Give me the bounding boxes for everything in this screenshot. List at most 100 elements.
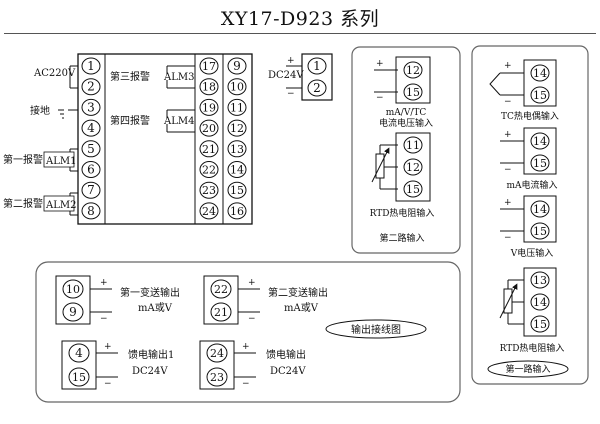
first-input-panel [471, 45, 589, 385]
first-ma-block [523, 127, 557, 175]
terminal-4: 4 [68, 343, 90, 363]
terminal-circle [206, 367, 228, 387]
terminal-14: 14 [530, 293, 550, 311]
terminal-17: 17 [199, 57, 219, 75]
first-tc-plus: + [504, 61, 512, 71]
tx1-plus: + [100, 278, 108, 288]
terminal-15: 15 [530, 154, 550, 172]
terminal-number: 18 [202, 81, 216, 94]
terminal-circle [199, 202, 219, 220]
first-ma-minus: − [504, 165, 512, 175]
terminal-number: 1 [313, 59, 321, 73]
terminal-circle [403, 136, 423, 154]
first-rtd-arrow [499, 283, 518, 319]
second-mav-plus: + [376, 59, 384, 69]
terminal-circle [307, 57, 327, 75]
terminal-2: 2 [307, 79, 327, 97]
terminal-15: 15 [227, 181, 247, 199]
first-v-minus: − [504, 233, 512, 243]
alarm1-tag: ALM1 [45, 156, 76, 167]
terminal-circle [81, 78, 101, 96]
terminal-circle [199, 57, 219, 75]
terminal-circle [403, 158, 423, 176]
terminal-number: 3 [87, 100, 95, 114]
dc24v-block [301, 53, 333, 101]
terminal-circle [530, 154, 550, 172]
terminal-circle [227, 181, 247, 199]
terminal-number: 24 [202, 205, 216, 218]
terminal-2: 2 [81, 78, 101, 96]
feed1-block [61, 340, 97, 390]
alarm2-tag-box [43, 195, 75, 212]
terminal-5: 5 [81, 140, 101, 158]
second-mav-label1: mA/V/TC [386, 108, 427, 118]
main-terminal-block [77, 53, 253, 225]
first-ma-wires [500, 140, 524, 164]
terminal-number: 21 [214, 306, 228, 319]
terminal-circle [530, 200, 550, 218]
terminal-number: 8 [87, 204, 95, 218]
terminal-16: 16 [227, 202, 247, 220]
first-rtd-label: RTD热电阻输入 [500, 342, 565, 354]
terminal-number: 13 [230, 143, 244, 156]
dc24v-wires [286, 65, 302, 89]
first-tc-label: TC热电偶输入 [501, 110, 559, 122]
terminal-number: 13 [533, 274, 547, 287]
terminal-number: 15 [230, 184, 244, 197]
terminal-10: 10 [62, 279, 84, 299]
terminal-15: 15 [530, 222, 550, 240]
tx2-label: 第二变送输出 [268, 286, 328, 299]
terminal-number: 23 [202, 184, 216, 197]
terminal-3: 3 [81, 98, 101, 116]
tx1-block [55, 275, 91, 325]
terminal-15: 15 [403, 83, 423, 101]
terminal-24: 24 [199, 202, 219, 220]
terminal-number: 22 [214, 283, 228, 296]
terminal-number: 15 [533, 225, 547, 238]
terminal-number: 15 [72, 371, 86, 384]
feed2-minus: − [242, 379, 250, 389]
terminal-15: 15 [403, 180, 423, 198]
terminal-13: 13 [530, 271, 550, 289]
dc24v-plus: + [287, 56, 295, 66]
terminal-15: 15 [530, 86, 550, 104]
terminal-circle [199, 78, 219, 96]
first-v-block [523, 195, 557, 243]
terminal-number: 4 [87, 121, 95, 135]
terminal-number: 14 [533, 135, 547, 148]
terminal-number: 10 [230, 81, 244, 94]
terminal-number: 14 [533, 296, 547, 309]
terminal-circle [530, 315, 550, 333]
left-terminal-column: 1 2 3 4 5 6 7 8 [81, 57, 101, 220]
terminal-circle [227, 140, 247, 158]
terminal-15: 15 [530, 315, 550, 333]
terminal-7: 7 [81, 181, 101, 199]
terminal-number: 19 [202, 101, 216, 114]
alm2-contacts [69, 192, 78, 216]
terminal-number: 15 [533, 89, 547, 102]
second-mav-wires [374, 69, 398, 93]
first-v-plus: + [504, 198, 512, 208]
first-rtd-wires [507, 279, 524, 325]
terminal-circle [307, 79, 327, 97]
alarm4-tag: ALM4 [163, 116, 194, 127]
second-mav-label2: 电流电压输入 [379, 117, 433, 129]
terminal-number: 12 [230, 122, 244, 135]
terminal-1: 1 [307, 57, 327, 75]
tx2-terminals: 22 21 [210, 279, 232, 322]
dc24v-terminal-column: 12 [307, 57, 327, 97]
terminal-number: 1 [87, 59, 95, 73]
terminal-circle [227, 119, 247, 137]
terminal-circle [403, 83, 423, 101]
first-tc-block [523, 59, 557, 107]
feed1-minus: − [104, 379, 112, 389]
output-panel [35, 261, 461, 403]
feed2-label: 馈电输出 [266, 348, 306, 361]
terminal-number: 7 [87, 183, 95, 197]
terminal-circle [81, 161, 101, 178]
terminal-circle [199, 119, 219, 137]
terminal-6: 6 [81, 161, 101, 178]
